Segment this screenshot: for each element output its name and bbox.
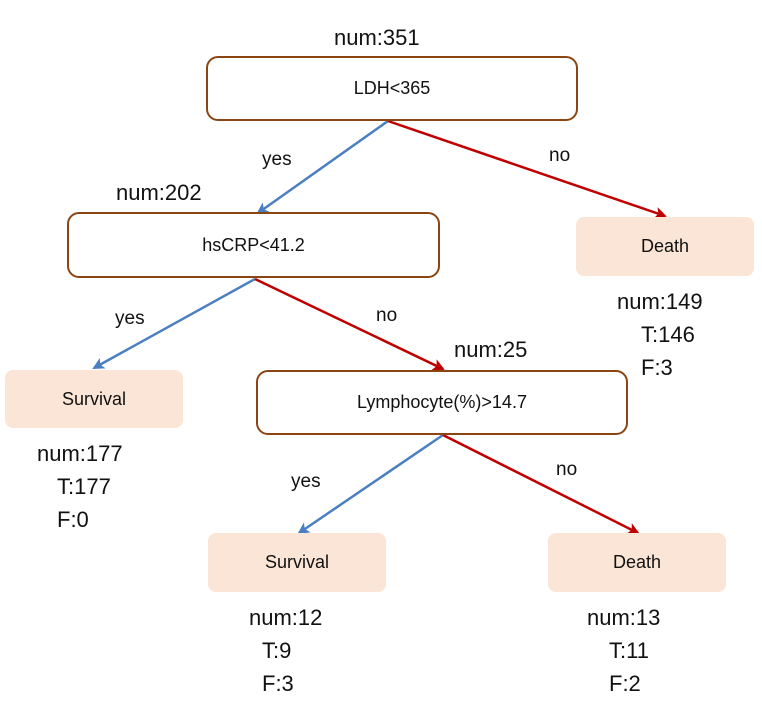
edge-crp-yes xyxy=(92,277,256,370)
leaf-death-1-t: T:146 xyxy=(641,322,695,347)
leaf-death-2-f: F:2 xyxy=(609,671,641,696)
leaf-death-2-num: num:13 xyxy=(587,605,661,630)
root-condition: LDH<365 xyxy=(353,78,431,98)
edge-label-lymph-no: no xyxy=(556,459,578,480)
root-num-label: num:351 xyxy=(334,25,420,50)
leaf-survival-2-t: T:9 xyxy=(262,638,292,663)
leaf-survival-1-stats: num:177 T:177 F:0 xyxy=(37,437,123,536)
leaf-survival-1-f: F:0 xyxy=(57,507,89,532)
edge-label-crp-no: no xyxy=(376,305,398,326)
root-decision-node: LDH<365 xyxy=(206,56,578,121)
leaf-death-1: Death xyxy=(576,217,754,276)
edge-label-root-no: no xyxy=(549,145,571,166)
edge-label-lymph-yes: yes xyxy=(291,471,321,492)
edge-lymph-yes xyxy=(297,433,444,535)
leaf-survival-1: Survival xyxy=(5,370,183,428)
lymph-condition: Lymphocyte(%)>14.7 xyxy=(357,392,527,412)
leaf-death-2-label: Death xyxy=(612,552,662,572)
edge-lymph-no xyxy=(442,433,640,535)
edge-label-root-yes: yes xyxy=(262,149,292,170)
leaf-survival-2-label: Survival xyxy=(264,552,330,572)
leaf-death-1-label: Death xyxy=(640,236,690,256)
lymph-num-label: num:25 xyxy=(454,337,528,362)
leaf-death-1-num: num:149 xyxy=(617,289,703,314)
leaf-death-1-stats: num:149 T:146 F:3 xyxy=(617,285,703,384)
leaf-death-2: Death xyxy=(548,533,726,592)
edge-root-no xyxy=(387,119,667,219)
leaf-survival-1-num: num:177 xyxy=(37,441,123,466)
leaf-survival-2-f: F:3 xyxy=(262,671,294,696)
leaf-death-1-f: F:3 xyxy=(641,355,673,380)
edge-root-yes xyxy=(256,119,389,215)
leaf-survival-2-stats: num:12 T:9 F:3 xyxy=(249,601,322,700)
crp-condition: hsCRP<41.2 xyxy=(202,234,305,255)
edge-crp-no xyxy=(254,277,445,371)
leaf-death-2-stats: num:13 T:11 F:2 xyxy=(587,601,660,700)
leaf-survival-1-label: Survival xyxy=(61,388,127,409)
leaf-survival-2-num: num:12 xyxy=(249,605,323,630)
leaf-death-2-t: T:11 xyxy=(609,638,649,663)
leaf-survival-2: Survival xyxy=(208,533,386,592)
edge-label-crp-yes: yes xyxy=(115,308,145,329)
lymph-decision-node: Lymphocyte(%)>14.7 xyxy=(256,370,628,435)
crp-decision-node: hsCRP<41.2 xyxy=(67,212,440,278)
leaf-survival-1-t: T:177 xyxy=(57,474,111,499)
crp-num-label: num:202 xyxy=(116,180,202,205)
